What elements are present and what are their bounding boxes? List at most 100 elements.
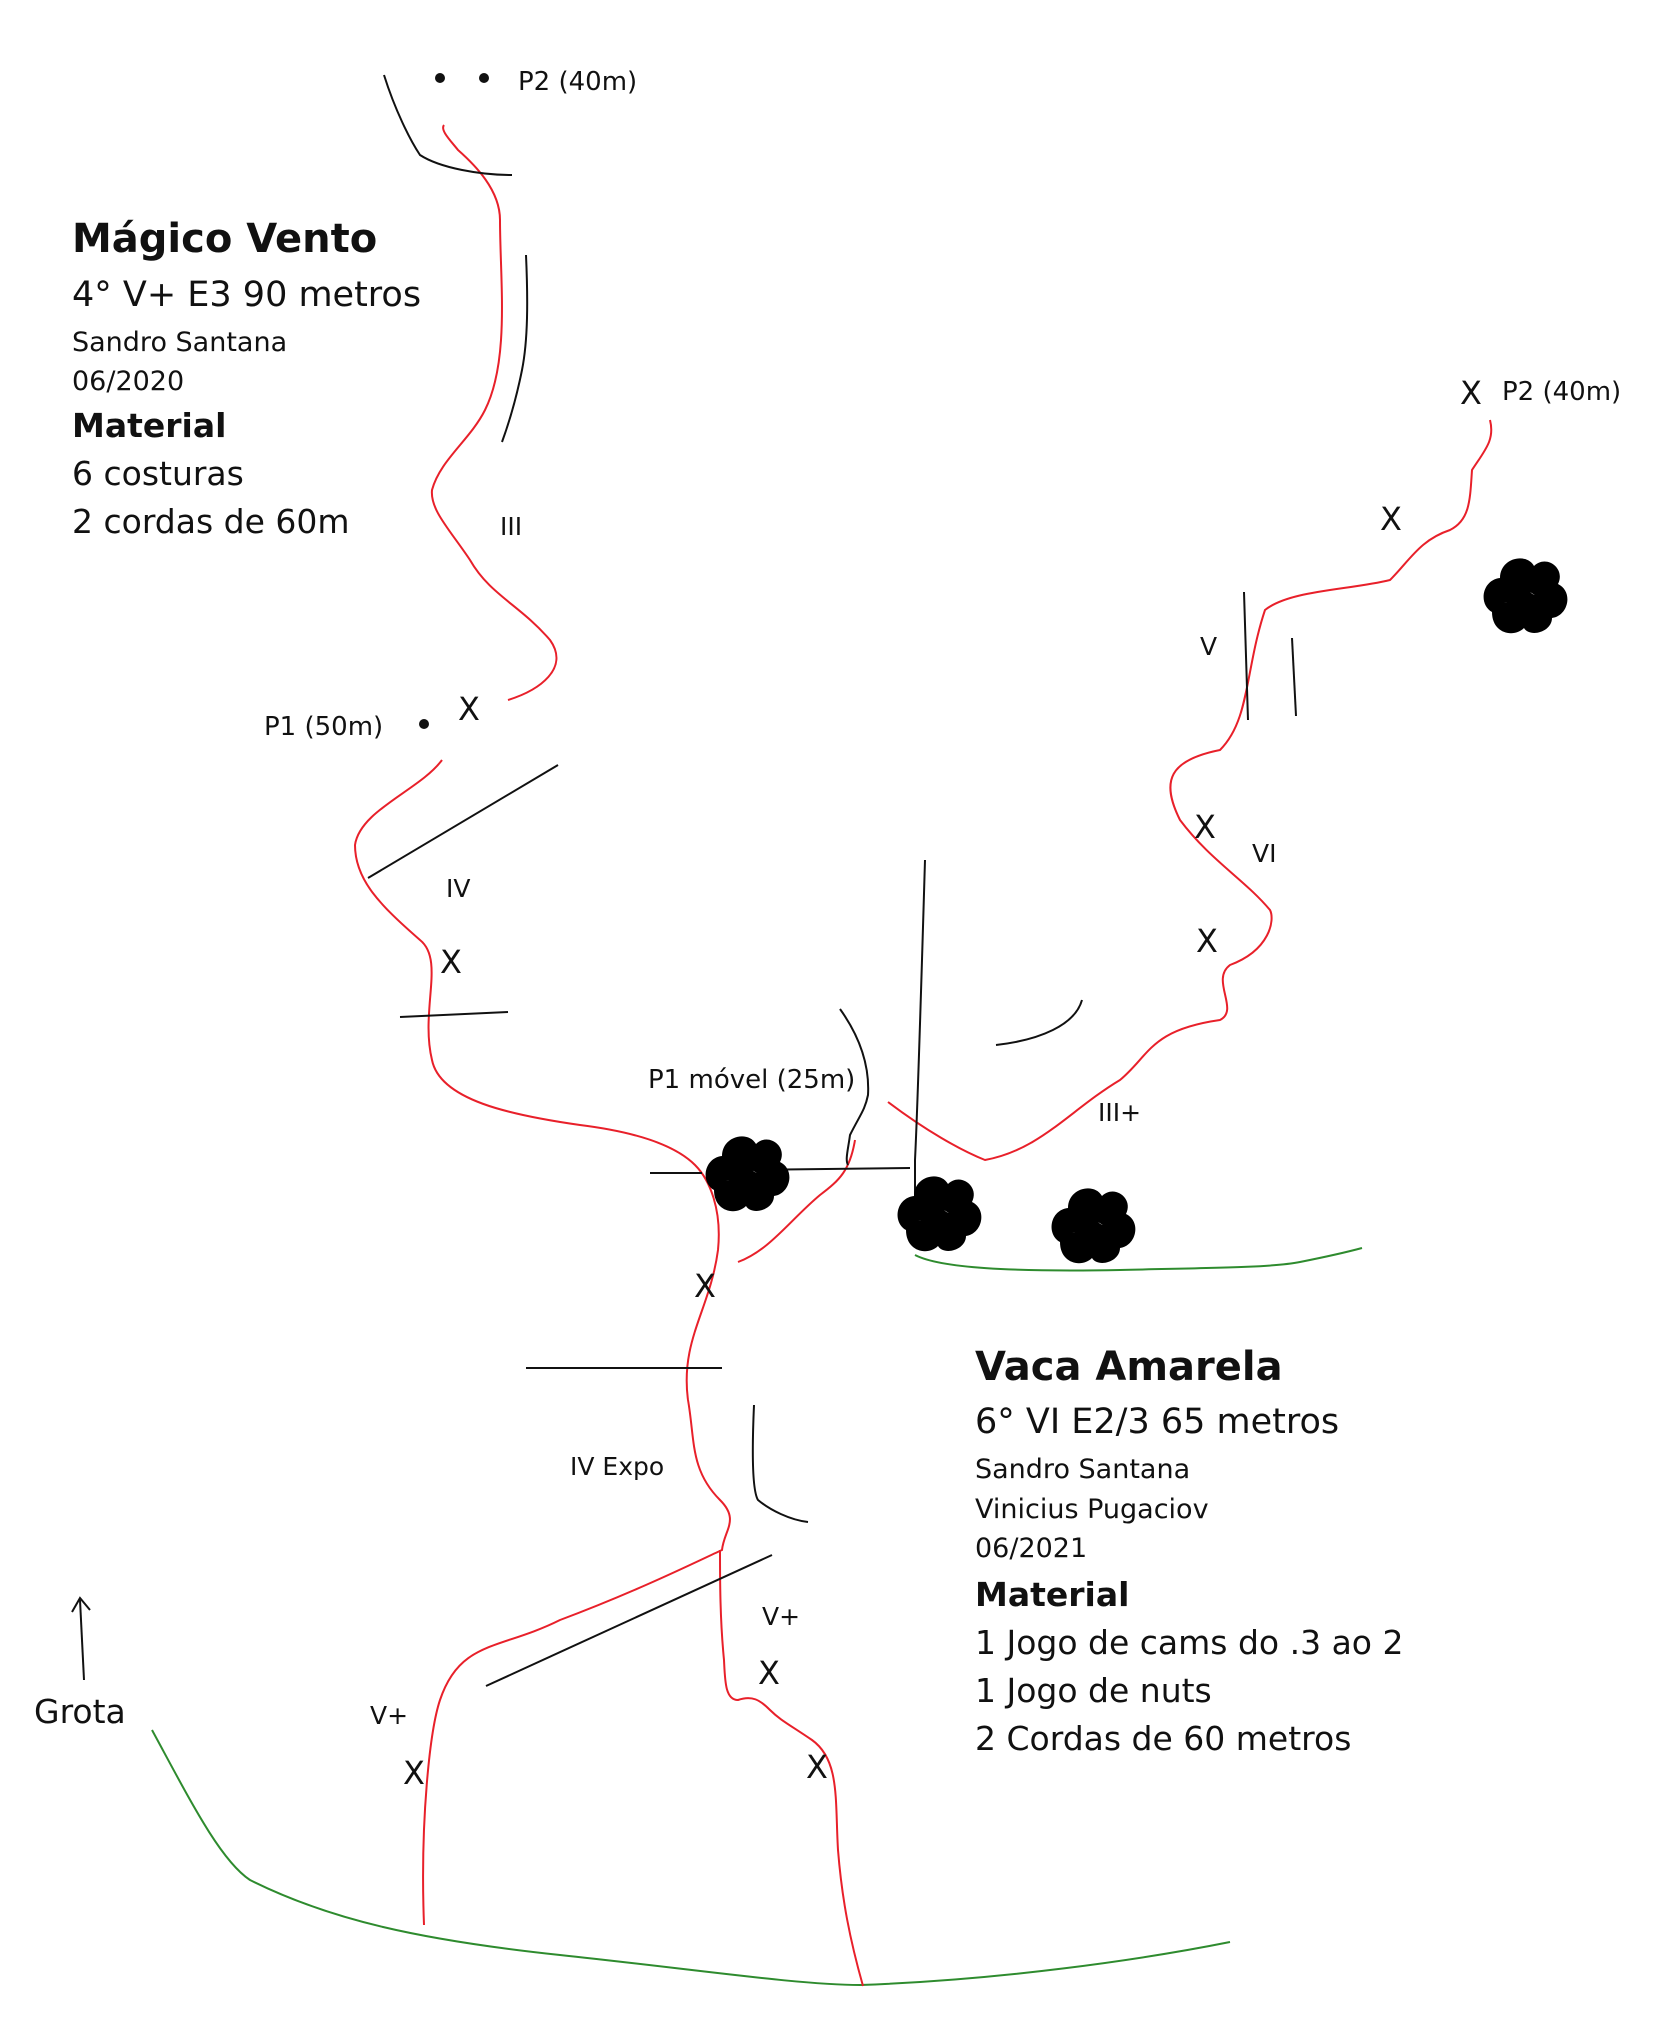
grass-tuft-icon: [900, 1507, 924, 1525]
grass-tuft-icon: [1546, 637, 1570, 655]
rock-features: [71, 74, 1297, 1687]
grass-tuft-icon: [576, 514, 600, 532]
magico-vento-material-heading: Material: [72, 406, 226, 445]
grass-tuft-icon: [1216, 554, 1240, 572]
grass-tuft-icon: [476, 1132, 500, 1150]
grass-tuft-icon: [932, 990, 956, 1008]
belay-dot-icon: [435, 73, 445, 83]
grass-tuft-icon: [592, 332, 616, 350]
grass-tuft-icon: [1160, 1244, 1184, 1262]
grass-tuft-icon: [778, 1267, 802, 1285]
grass-tuft-icon: [744, 1257, 768, 1275]
grade-v-plus-right: V+: [762, 1602, 800, 1631]
bolt-mark: X: [403, 1754, 425, 1792]
grass-tuft-icon: [932, 1027, 956, 1045]
bolt-mark: X: [758, 1654, 780, 1692]
grass-tuft-icon: [488, 1277, 512, 1295]
grass-tuft-icon: [1488, 647, 1512, 665]
vaca-amarela-p2-label: P2 (40m): [1502, 377, 1621, 407]
tree-icon: [1483, 558, 1568, 650]
grass-tuft-icon: [428, 1307, 452, 1325]
grass-tuft-icon: [798, 1472, 822, 1490]
magico-vento-title: Mágico Vento: [72, 216, 377, 262]
grass-tuft-icon: [440, 1182, 464, 1200]
bolt-mark: X: [806, 1748, 828, 1786]
grass-tuft-icon: [368, 1327, 392, 1345]
grade-iii-plus: III+: [1098, 1098, 1141, 1127]
vaca-amarela-info: Vaca Amarela 6° VI E2/3 65 metros Sandro…: [975, 1344, 1403, 1758]
bolt-mark: X: [1380, 500, 1402, 538]
bolt-mark: X: [458, 690, 480, 728]
grass-tuft-icon: [594, 434, 618, 452]
grade-vi: VI: [1252, 839, 1276, 868]
vaca-amarela-date: 06/2021: [975, 1533, 1087, 1564]
grass-tuft-icon: [1200, 520, 1224, 538]
grass-tuft-icon: [1288, 502, 1312, 520]
grade-iv: IV: [446, 874, 470, 903]
grass-tuft-icon: [588, 594, 612, 612]
ground-line-terrace: [914, 1247, 1363, 1272]
grass-tuft-icon: [533, 1192, 557, 1210]
grass-tuft-icon: [1028, 1244, 1052, 1262]
bolt-marks: X X X X X X X X X X: [403, 374, 1482, 1792]
grass-tuft-icon: [730, 1337, 754, 1355]
grass-tuft-icon: [1482, 632, 1506, 650]
grass-tuft-icon: [1128, 1244, 1152, 1262]
grass-tuft-icon: [606, 647, 630, 665]
vaca-amarela-title: Vaca Amarela: [975, 1344, 1283, 1390]
grass-tuft-icon: [846, 1507, 870, 1525]
grass-tuft-icon: [1310, 454, 1334, 472]
bolt-mark: X: [1194, 808, 1216, 846]
magico-vento-material-item: 6 costuras: [72, 454, 244, 493]
grass-tuft-icon: [450, 1222, 474, 1240]
grass-tuft-icon: [1243, 1244, 1267, 1262]
grass-tuft-icon: [932, 1097, 956, 1115]
grass-tuft-icon: [844, 1437, 868, 1455]
grass-tuft-icon: [1202, 1244, 1226, 1262]
magico-vento-p2-label: P2 (40m): [518, 67, 637, 97]
grass-tuft-icon: [614, 522, 638, 540]
grass-tuft-icon: [1246, 522, 1270, 540]
grade-v-plus-left: V+: [370, 1701, 408, 1730]
tree-icon: [897, 1176, 982, 1268]
grass-tuft-icon: [896, 1337, 920, 1355]
grass-tuft-icon: [648, 550, 672, 568]
bolt-mark: X: [1196, 922, 1218, 960]
grass-tuft-icon: [598, 1162, 622, 1180]
grass-tuft-icon: [588, 362, 612, 380]
vegetation: [358, 244, 1616, 1605]
grass-tuft-icon: [978, 1244, 1002, 1262]
vaca-amarela-material-item: 2 Cordas de 60 metros: [975, 1719, 1351, 1758]
grass-tuft-icon: [420, 1134, 444, 1152]
ground-line-bottom: [151, 1729, 1231, 1987]
north-arrow-icon: [71, 1596, 91, 1613]
grass-tuft-icon: [1178, 552, 1202, 570]
grass-tuft-icon: [932, 917, 956, 935]
magico-vento-route: [353, 124, 731, 1926]
vaca-amarela-author: Vinicius Pugaciov: [975, 1494, 1209, 1525]
grass-tuft-icon: [600, 272, 624, 290]
grass-tuft-icon: [486, 1177, 510, 1195]
grass-tuft-icon: [573, 1222, 597, 1240]
grass-tuft-icon: [874, 1572, 898, 1590]
magico-vento-info: Mágico Vento 4° V+ E3 90 metros Sandro S…: [72, 216, 421, 541]
grass-tuft-icon: [578, 1072, 602, 1090]
grass-tuft-icon: [924, 1587, 948, 1605]
magico-vento-p1-label: P1 (50m): [264, 712, 383, 742]
grass-tuft-icon: [632, 600, 656, 618]
grass-tuft-icon: [1226, 477, 1250, 495]
magico-vento-author: Sandro Santana: [72, 327, 287, 358]
grass-tuft-icon: [520, 1062, 544, 1080]
grass-tuft-icon: [846, 1404, 870, 1422]
grass-tuft-icon: [834, 1327, 858, 1345]
grass-tuft-icon: [634, 414, 658, 432]
grass-tuft-icon: [1414, 250, 1438, 268]
grade-v: V: [1200, 632, 1217, 661]
grass-tuft-icon: [650, 460, 674, 478]
bolt-mark: X: [694, 1267, 716, 1305]
bolt-mark: X: [440, 943, 462, 981]
grass-tuft-icon: [1448, 244, 1472, 262]
grass-tuft-icon: [560, 267, 584, 285]
belay-dot-icon: [479, 73, 489, 83]
grass-tuft-icon: [1592, 598, 1616, 616]
